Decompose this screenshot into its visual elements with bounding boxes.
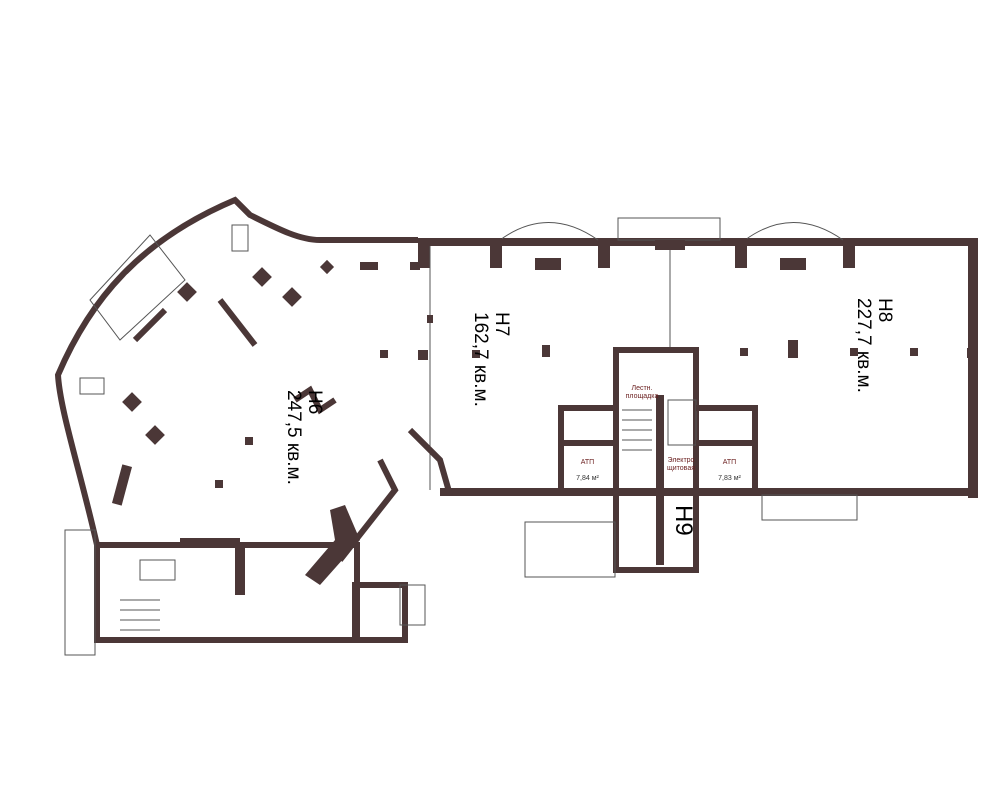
room-label-h9: Н9 [670, 505, 697, 536]
stair-landing-label: Лестн. площадка [625, 385, 659, 400]
atp-right-area: 7,83 м² [718, 475, 741, 482]
room-h7-area: 162,7 кв.м. [470, 312, 491, 407]
room-h6-area: 247,5 кв.м. [283, 390, 304, 485]
bay-window [89, 234, 186, 341]
electro-room-label: Электро щитовая [666, 457, 695, 472]
room-h8-area: 227,7 кв.м. [853, 298, 874, 393]
atp-right-label: АТП [722, 459, 737, 466]
room-h7-name: Н7 [491, 312, 512, 337]
atp-left-area: 7,84 м² [576, 475, 599, 482]
curved-outer-wall [54, 196, 418, 546]
lower-service-block [94, 542, 360, 643]
room-h6-name: Н6 [304, 390, 325, 415]
atp-left-label: АТП [580, 459, 595, 466]
room-h8-name: Н8 [874, 298, 895, 323]
stair-core [613, 347, 699, 573]
